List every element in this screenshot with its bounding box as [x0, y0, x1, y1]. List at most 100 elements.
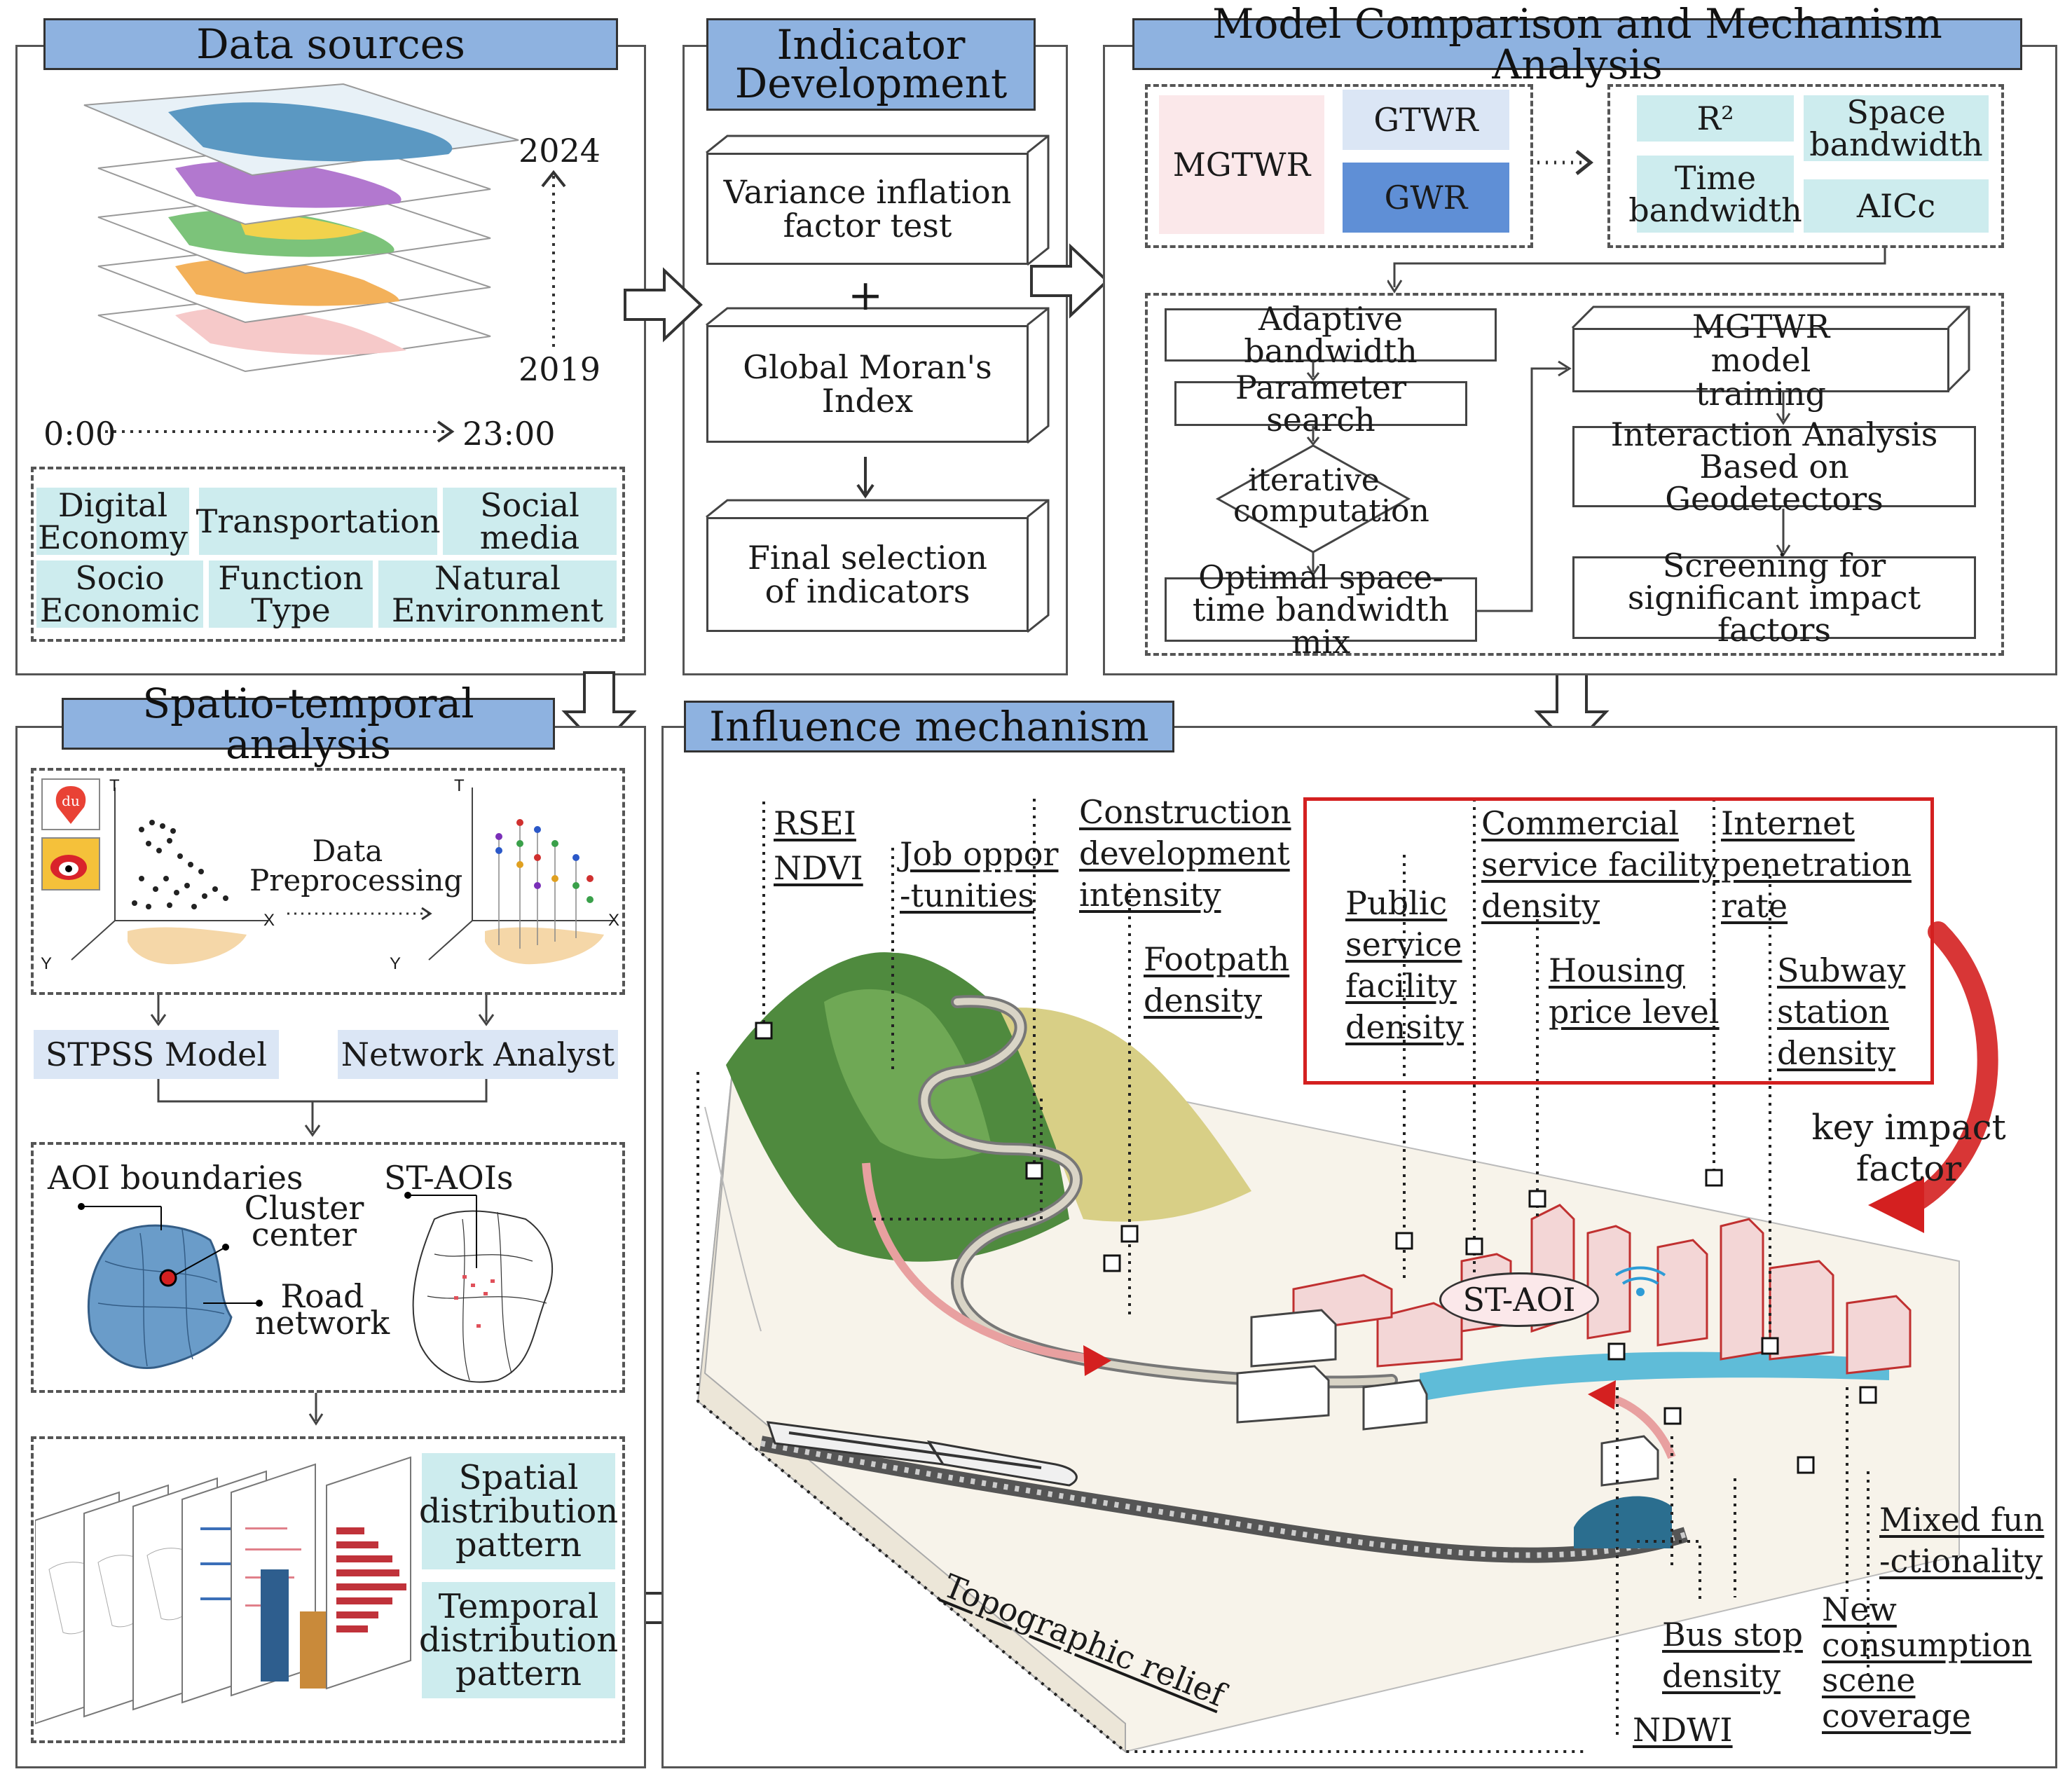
influence-curve-arrows	[862, 1162, 1676, 1459]
key-text-2: factor	[1855, 1148, 1962, 1189]
bus-text-2: density	[1662, 1656, 1781, 1695]
temporal-pattern-box: Temporal distribution pattern	[419, 1582, 618, 1698]
winding-path	[918, 995, 1398, 1389]
spatial-pattern-box: Spatial distribution pattern	[419, 1453, 618, 1569]
int-text-3: rate	[1721, 886, 1788, 925]
category-digital-economy: Digital Economy	[36, 488, 189, 555]
stpss-model-box: STPSS Model	[34, 1030, 279, 1079]
plus-sign: +	[848, 271, 884, 320]
cons-text-2: development	[1079, 834, 1290, 872]
int-text-1: Internet	[1721, 804, 1855, 842]
final-selection-box: Final selection of indicators	[706, 517, 1029, 632]
raw-points-plot	[71, 788, 268, 965]
axis-t-right: T	[454, 776, 465, 795]
time-end: 23:00	[462, 415, 556, 453]
mgtwr-training-box: MGTWR model training	[1572, 309, 1949, 411]
interaction-analysis-box: Interaction Analysis Based on Geodetecto…	[1572, 418, 1976, 515]
gtwr-box: GTWR	[1343, 90, 1509, 150]
model-compare-box	[1145, 84, 1533, 248]
pub-text-2: service	[1345, 925, 1462, 963]
foot-text-2: density	[1144, 981, 1263, 1019]
category-natural-environment: Natural Environment	[378, 561, 617, 628]
com-text-3: density	[1481, 886, 1600, 925]
model-title: Model Comparison and Mechanism Analysis	[1132, 4, 2022, 85]
st-aoi-map	[404, 1192, 553, 1383]
mixed-text-2: -ctionality	[1879, 1541, 2043, 1580]
year-top: 2024	[519, 132, 601, 170]
train	[766, 1421, 1078, 1487]
new-text-2: consumption	[1822, 1625, 2032, 1664]
adaptive-bandwidth-box: Adaptive bandwidth	[1165, 303, 1497, 367]
axis-y-right: Y	[390, 954, 402, 973]
cons-text-3: intensity	[1079, 875, 1221, 914]
st-aoi-ellipse: ST-AOI	[1439, 1272, 1599, 1327]
training-box-3d	[1571, 305, 1970, 392]
red-bars	[336, 1527, 406, 1632]
key-impact-arrow	[1868, 921, 1998, 1233]
patterns-box	[31, 1436, 625, 1743]
green-mountain	[726, 952, 1251, 1262]
ndvi-text: NDVI	[774, 849, 863, 887]
year-bottom: 2019	[519, 350, 601, 388]
aoi-box	[31, 1142, 625, 1393]
marker-squares	[755, 1022, 1877, 1474]
metrics-box	[1607, 84, 2004, 248]
tunnel	[1574, 1496, 1672, 1548]
label-ndwi: NDWI	[1633, 1710, 1733, 1751]
label-mixed-functionality: Mixed fun-ctionality	[1879, 1499, 2044, 1582]
int-text-2: penetration	[1721, 845, 1912, 883]
sub-text-3: density	[1777, 1033, 1896, 1072]
key-text-1: key impact	[1811, 1107, 2006, 1148]
workflow-box	[1145, 293, 2004, 656]
aoi-boundary-map	[78, 1203, 263, 1370]
indicator-boxes-3d	[706, 135, 1050, 633]
new-text-1: New	[1822, 1590, 1897, 1628]
models-merge-connector	[157, 1079, 488, 1137]
pattern-sheets-illustration	[35, 1456, 411, 1725]
bus-text-1: Bus stop	[1662, 1616, 1803, 1653]
blue-bars	[261, 1569, 289, 1682]
indicator-down-arrow	[856, 457, 874, 499]
city-buildings	[1236, 1204, 1912, 1487]
preprocessing-illustration: du	[41, 778, 615, 965]
city-landscape-illustration	[697, 799, 1998, 1754]
preprocessing-box	[31, 768, 625, 995]
com-text-1: Commercial	[1481, 804, 1679, 842]
gwr-box: GWR	[1343, 163, 1509, 233]
metric-space-bandwidth: Space bandwidth	[1804, 95, 1989, 161]
iterative-computation-label: iterative computation	[1233, 462, 1429, 529]
st-aois-label: ST-AOIs	[384, 1159, 514, 1197]
screening-box: Screening for significant impact factors	[1572, 549, 1976, 646]
arrow-indicator-to-model	[1030, 243, 1109, 319]
workflow-right-chain	[1776, 392, 1791, 557]
preprocess-to-models-arrows	[150, 995, 495, 1026]
label-job-opportunities: Job oppor-tunities	[900, 834, 1058, 916]
rsei-text: RSEI	[774, 804, 856, 842]
category-social-media: Social media	[443, 488, 617, 555]
cluster-center-label: Cluster center	[234, 1192, 374, 1251]
label-rsei: RSEI	[774, 803, 856, 844]
layered-maps-illustration	[83, 83, 519, 373]
wifi-icon	[1614, 1266, 1666, 1296]
mgtwr-box: MGTWR	[1159, 95, 1324, 234]
map-layer-3	[97, 188, 491, 275]
sub-text-2: station	[1777, 992, 1890, 1031]
processed-points-plot	[428, 788, 615, 965]
metrics-to-workflow-connector	[1387, 248, 1886, 294]
map-layer-2	[97, 139, 491, 226]
axis-x-left: X	[263, 911, 275, 930]
axis-x-right: X	[608, 911, 620, 930]
job-text-2: -tunities	[900, 876, 1035, 914]
pub-text-1: Public	[1345, 884, 1448, 922]
house-text-1: Housing	[1549, 951, 1685, 989]
river	[1420, 1352, 1889, 1401]
pub-text-3: facility	[1345, 966, 1457, 1005]
